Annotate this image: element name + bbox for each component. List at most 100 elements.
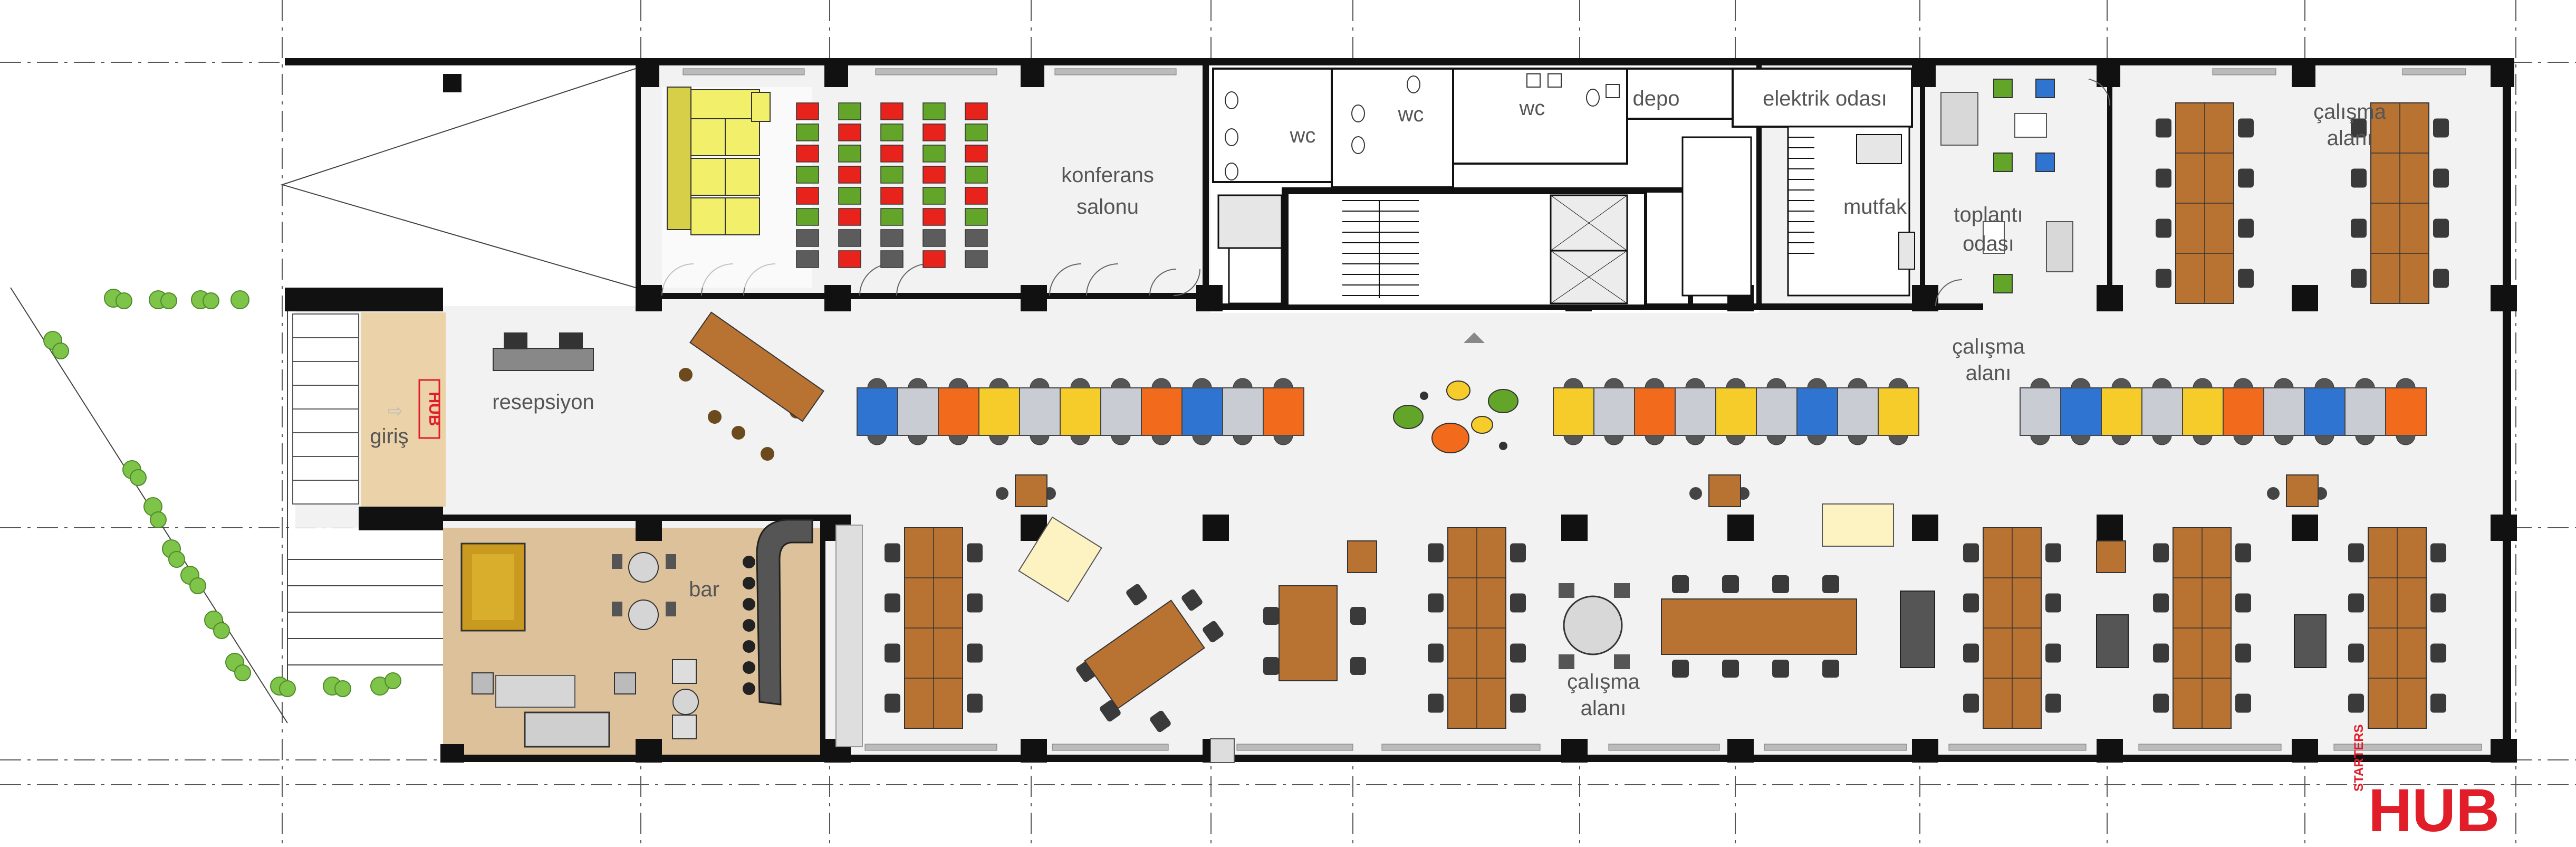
hot-desk <box>938 387 979 436</box>
conference-room <box>662 87 812 288</box>
desk-chair <box>2045 643 2061 663</box>
desk-chair <box>1807 378 1827 388</box>
desk-chair <box>989 435 1009 445</box>
seat <box>796 102 819 120</box>
desk-chair <box>2348 543 2364 563</box>
desk-chair <box>2233 378 2253 388</box>
hot-desk <box>1141 387 1183 436</box>
bar-lounge: bar <box>460 519 863 748</box>
desk-chair <box>2045 543 2061 563</box>
label-calisma-ne-2: alanı <box>2327 127 2373 150</box>
desk-chair <box>1510 643 1526 663</box>
desk-chair <box>1672 660 1689 678</box>
label-bar: bar <box>689 578 719 601</box>
hot-desk <box>2182 387 2224 436</box>
desk-chair <box>2030 435 2050 445</box>
desk-chair <box>2348 693 2364 713</box>
desk-chair <box>2274 435 2294 445</box>
hot-desk <box>1634 387 1676 436</box>
seat <box>880 187 903 205</box>
desk-chair <box>1766 378 1786 388</box>
seat <box>965 166 988 184</box>
outer-walls <box>285 58 2511 763</box>
seat <box>838 250 861 268</box>
meeting-room: toplantı odası <box>1940 79 2073 293</box>
seat <box>838 145 861 163</box>
desk-chair <box>989 378 1009 388</box>
label-wc-2: wc <box>1398 103 1424 126</box>
starters-hub-logo: STARTERS HUB <box>2352 724 2500 844</box>
label-resepsiyon: resepsiyon <box>492 391 594 414</box>
logo-big-text: HUB <box>2368 777 2500 844</box>
desk-chair <box>1848 435 1868 445</box>
desk-chair <box>1772 575 1789 593</box>
desk-chair <box>2156 218 2171 238</box>
desk-chair <box>1510 693 1526 713</box>
seat <box>796 208 819 226</box>
desk-chair <box>2193 435 2213 445</box>
hot-desk <box>1878 387 1919 436</box>
desk-chair <box>1350 607 1366 625</box>
desk-chair <box>1822 575 1839 593</box>
desk-chair <box>2396 435 2416 445</box>
seat <box>838 102 861 120</box>
desk-chair <box>1263 607 1279 625</box>
desk-chair <box>2193 378 2213 388</box>
desk-chair <box>2430 693 2446 713</box>
hot-desk <box>857 387 898 436</box>
desk-clusters <box>679 102 2449 732</box>
desk-chair <box>996 487 1008 500</box>
desk-chair <box>1722 575 1739 593</box>
seat <box>880 250 903 268</box>
desk-chair <box>2235 543 2251 563</box>
label-mutfak: mutfak <box>1843 195 1907 218</box>
desk-chair <box>1963 543 1979 563</box>
seat <box>796 187 819 205</box>
desk-chair <box>1263 657 1279 675</box>
hot-desk <box>2344 387 2386 436</box>
seat <box>880 123 903 141</box>
seat <box>922 229 946 247</box>
desk-chair <box>1963 693 1979 713</box>
desk-chair <box>1350 657 1366 675</box>
desk-chair <box>1807 435 1827 445</box>
desk-chair <box>2045 693 2061 713</box>
desk-chair <box>2430 643 2446 663</box>
desk-chair <box>2045 593 2061 613</box>
desk-chair <box>1888 435 1908 445</box>
desk-chair <box>1070 378 1090 388</box>
desk-chair <box>2156 168 2171 188</box>
desk-chair <box>2314 435 2334 445</box>
desk-chair <box>679 368 693 382</box>
hot-desk <box>1675 387 1716 436</box>
desk-chair <box>2351 218 2367 238</box>
desk-chair <box>967 543 983 563</box>
seat <box>838 166 861 184</box>
hot-desk <box>2101 387 2142 436</box>
desk-chair <box>1428 643 1444 663</box>
desk-chair <box>1192 435 1212 445</box>
logo-small-text: STARTERS <box>2352 724 2366 792</box>
desk-chair <box>967 693 983 713</box>
hot-desk <box>2223 387 2264 436</box>
label-toplanti-2: odası <box>1963 232 2014 255</box>
desk-chair <box>967 643 983 663</box>
seat <box>838 208 861 226</box>
desk-chair <box>2238 269 2254 288</box>
desk-chair <box>948 378 968 388</box>
desk-chair <box>1963 593 1979 613</box>
desk-chair <box>2235 693 2251 713</box>
conference-label: konferans salonu <box>1061 164 1154 218</box>
desk-chair <box>1963 643 1979 663</box>
seat <box>838 123 861 141</box>
desk-chair <box>1126 584 1147 606</box>
desk-chair <box>2071 435 2091 445</box>
hot-desk <box>1715 387 1757 436</box>
seat <box>880 166 903 184</box>
desk-chair <box>2355 378 2375 388</box>
desk-chair <box>1685 435 1705 445</box>
hot-desk <box>2060 387 2102 436</box>
service-core <box>1212 68 1915 343</box>
interior-walls <box>440 62 2112 757</box>
